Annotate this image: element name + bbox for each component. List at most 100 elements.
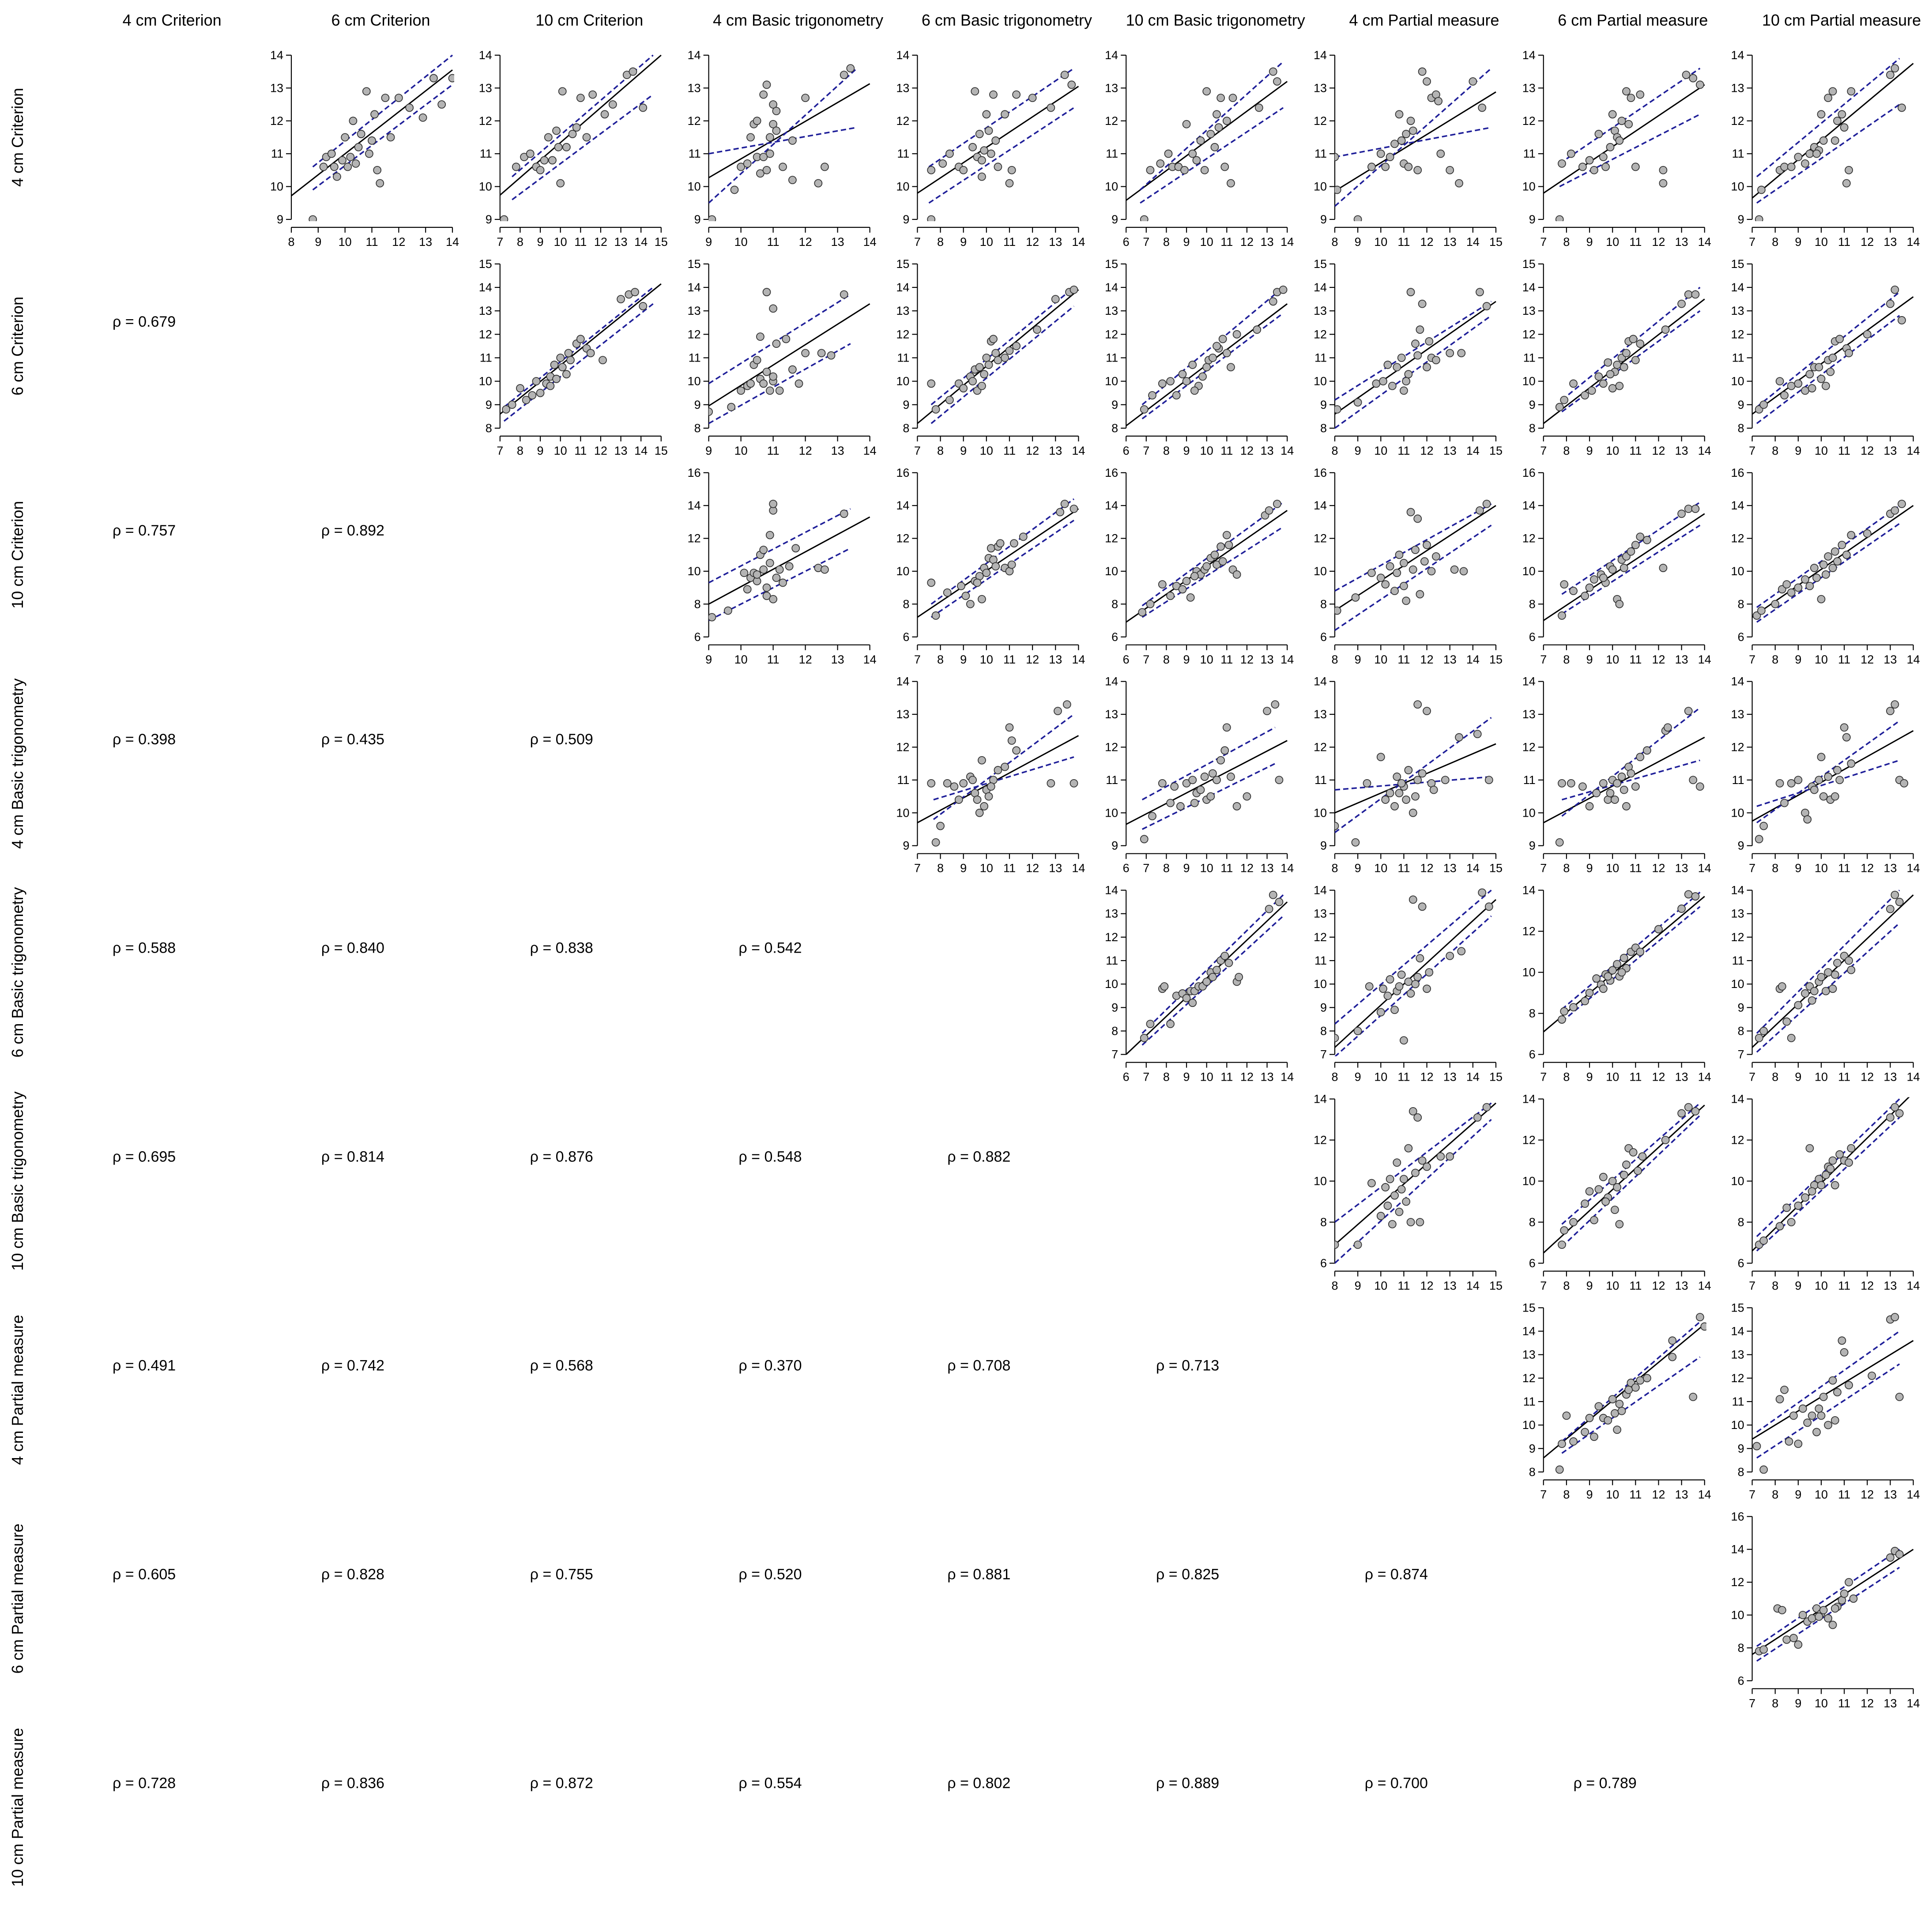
data-point bbox=[1397, 779, 1406, 788]
data-point bbox=[1812, 149, 1821, 158]
x-tick-label: 9 bbox=[1795, 862, 1801, 875]
data-point bbox=[1619, 363, 1628, 372]
x-tick-label: 13 bbox=[1883, 235, 1897, 249]
y-tick-label: 9 bbox=[694, 398, 701, 411]
data-point bbox=[1615, 1220, 1624, 1229]
data-point bbox=[1182, 994, 1191, 1003]
regression-line bbox=[1752, 1549, 1914, 1655]
confidence-band-lower bbox=[1756, 1363, 1900, 1459]
data-point bbox=[1886, 299, 1894, 308]
y-tick-label: 14 bbox=[1731, 499, 1744, 512]
data-point bbox=[1232, 802, 1241, 810]
confidence-band-lower bbox=[1335, 776, 1491, 791]
data-point bbox=[1845, 349, 1853, 358]
data-point bbox=[552, 126, 561, 135]
data-point bbox=[536, 388, 545, 397]
data-point bbox=[1775, 779, 1784, 788]
data-point bbox=[743, 585, 752, 594]
y-tick-label: 9 bbox=[1738, 1001, 1744, 1014]
y-tick-label: 13 bbox=[1522, 708, 1536, 721]
x-tick-label: 12 bbox=[1652, 862, 1665, 875]
x-tick-label: 10 bbox=[1815, 862, 1828, 875]
confidence-band-upper bbox=[1756, 890, 1900, 1034]
y-tick-label: 14 bbox=[1522, 1325, 1536, 1338]
data-point bbox=[1759, 1027, 1768, 1035]
data-point bbox=[1677, 1109, 1686, 1118]
y-tick-label: 14 bbox=[1731, 1325, 1744, 1338]
data-point bbox=[1383, 361, 1392, 369]
data-point bbox=[1222, 349, 1231, 358]
correlation-value: ρ = 0.398 bbox=[113, 731, 176, 748]
data-point bbox=[814, 179, 823, 188]
x-tick-label: 12 bbox=[1652, 653, 1665, 666]
x-tick-label: 15 bbox=[1489, 444, 1503, 457]
x-tick-label: 15 bbox=[1489, 862, 1503, 875]
data-point bbox=[1367, 162, 1376, 171]
x-tick-label: 11 bbox=[1838, 444, 1850, 457]
data-point bbox=[1757, 185, 1766, 194]
correlation-value: ρ = 0.695 bbox=[113, 1149, 176, 1165]
column-label: 4 cm Partial measure bbox=[1349, 11, 1499, 29]
x-tick-label: 13 bbox=[1443, 653, 1457, 666]
y-tick-label: 10 bbox=[688, 180, 701, 193]
y-tick-label: 10 bbox=[1314, 565, 1327, 578]
x-tick-label: 8 bbox=[1772, 1279, 1778, 1293]
x-tick-label: 10 bbox=[1606, 1071, 1619, 1084]
data-point bbox=[556, 354, 565, 362]
confidence-band-upper bbox=[1141, 727, 1276, 801]
data-point bbox=[980, 370, 989, 379]
data-point bbox=[977, 381, 986, 390]
data-point bbox=[1629, 1148, 1638, 1157]
row-label: 10 cm Partial measure bbox=[8, 1728, 26, 1887]
data-point bbox=[1351, 593, 1360, 602]
data-point bbox=[788, 365, 797, 374]
data-point bbox=[1833, 766, 1842, 774]
y-tick-label: 15 bbox=[1105, 257, 1118, 271]
data-point bbox=[558, 87, 567, 96]
x-tick-label: 13 bbox=[1443, 862, 1457, 875]
data-point bbox=[1269, 297, 1277, 306]
correlation-value: ρ = 0.882 bbox=[947, 1149, 1010, 1165]
data-point bbox=[1691, 505, 1700, 513]
data-point bbox=[943, 588, 952, 597]
y-tick-label: 14 bbox=[1731, 884, 1744, 897]
x-tick-label: 10 bbox=[1815, 444, 1828, 457]
y-tick-label: 13 bbox=[1105, 81, 1118, 94]
y-tick-label: 14 bbox=[896, 499, 909, 512]
y-tick-label: 11 bbox=[1106, 954, 1118, 967]
x-tick-label: 10 bbox=[734, 444, 748, 457]
data-point bbox=[1409, 895, 1417, 904]
data-point bbox=[1599, 573, 1608, 582]
data-point bbox=[931, 405, 940, 414]
y-tick-label: 8 bbox=[1320, 1024, 1327, 1037]
data-point bbox=[1335, 822, 1339, 830]
y-tick-label: 14 bbox=[1731, 49, 1744, 62]
data-point bbox=[1416, 1218, 1424, 1226]
x-tick-label: 12 bbox=[1240, 653, 1254, 666]
y-tick-label: 7 bbox=[1111, 1048, 1118, 1061]
data-point bbox=[1213, 965, 1221, 974]
data-point bbox=[1436, 1152, 1445, 1161]
x-tick-label: 7 bbox=[1749, 1279, 1755, 1293]
data-point bbox=[1611, 1206, 1619, 1214]
x-tick-label: 8 bbox=[1163, 444, 1170, 457]
data-point bbox=[1208, 354, 1217, 362]
y-tick-label: 6 bbox=[1738, 630, 1744, 644]
data-point bbox=[984, 792, 993, 801]
data-point bbox=[1404, 370, 1413, 379]
y-tick-label: 8 bbox=[1529, 1216, 1536, 1229]
y-tick-label: 7 bbox=[1738, 1048, 1744, 1061]
data-point bbox=[1615, 1399, 1624, 1408]
correlation-value: ρ = 0.874 bbox=[1365, 1566, 1428, 1583]
x-tick-label: 14 bbox=[634, 444, 648, 457]
data-point bbox=[1759, 1236, 1768, 1245]
confidence-band-upper bbox=[1561, 1321, 1701, 1442]
y-tick-label: 9 bbox=[1529, 213, 1536, 226]
data-point bbox=[1845, 1158, 1853, 1167]
y-tick-label: 6 bbox=[1738, 1674, 1744, 1687]
data-point bbox=[333, 172, 341, 181]
